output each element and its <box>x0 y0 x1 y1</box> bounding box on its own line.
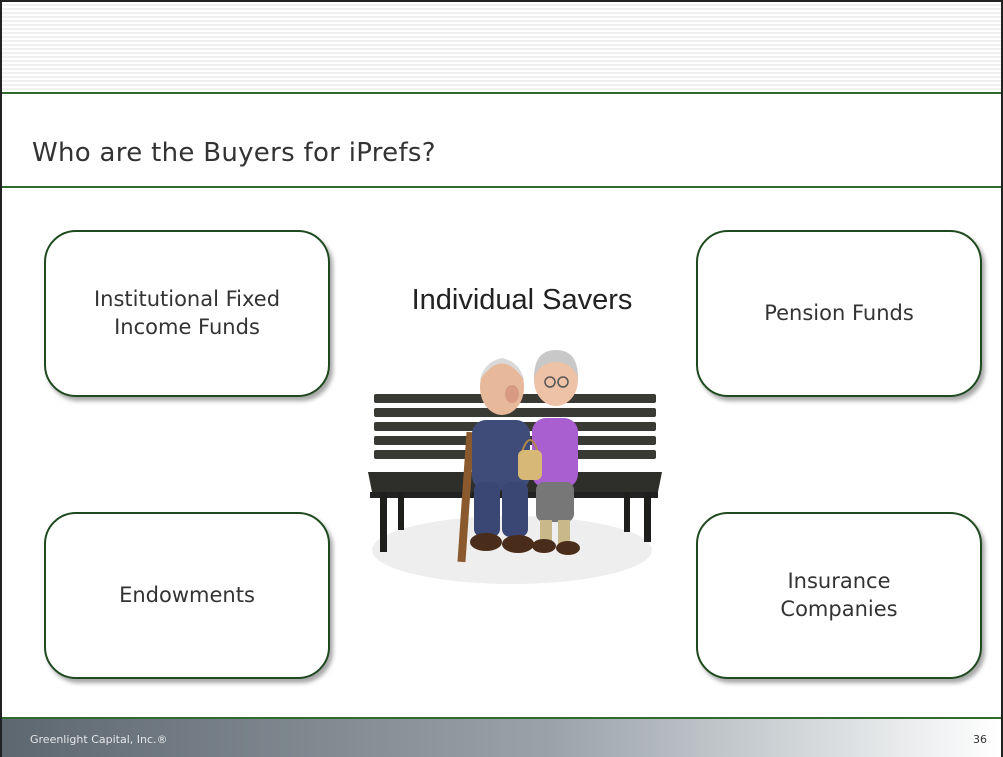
page-number: 36 <box>973 733 987 746</box>
box-endowments: Endowments <box>44 512 330 679</box>
box-label: Pension Funds <box>764 300 914 325</box>
box-label: Institutional Fixed Income Funds <box>93 287 281 339</box>
elderly-couple-bench-illustration <box>368 350 662 584</box>
box-institutional-funds: Institutional Fixed Income Funds <box>44 230 330 397</box>
footer-bar: Greenlight Capital, Inc.® 36 <box>2 717 1001 757</box>
header-band <box>2 2 1001 92</box>
box-label: Insurance Companies <box>780 569 898 621</box>
box-label: Endowments <box>119 582 255 607</box>
individual-savers-title: Individual Savers <box>411 284 633 316</box>
company-name: Greenlight Capital, Inc.® <box>30 733 168 746</box>
slide-title: Who are the Buyers for iPrefs? <box>32 138 436 168</box>
header-rule <box>2 92 1001 94</box>
box-insurance-companies: Insurance Companies <box>696 512 982 679</box>
title-rule <box>2 186 1001 188</box>
box-pension-funds: Pension Funds <box>696 230 982 397</box>
